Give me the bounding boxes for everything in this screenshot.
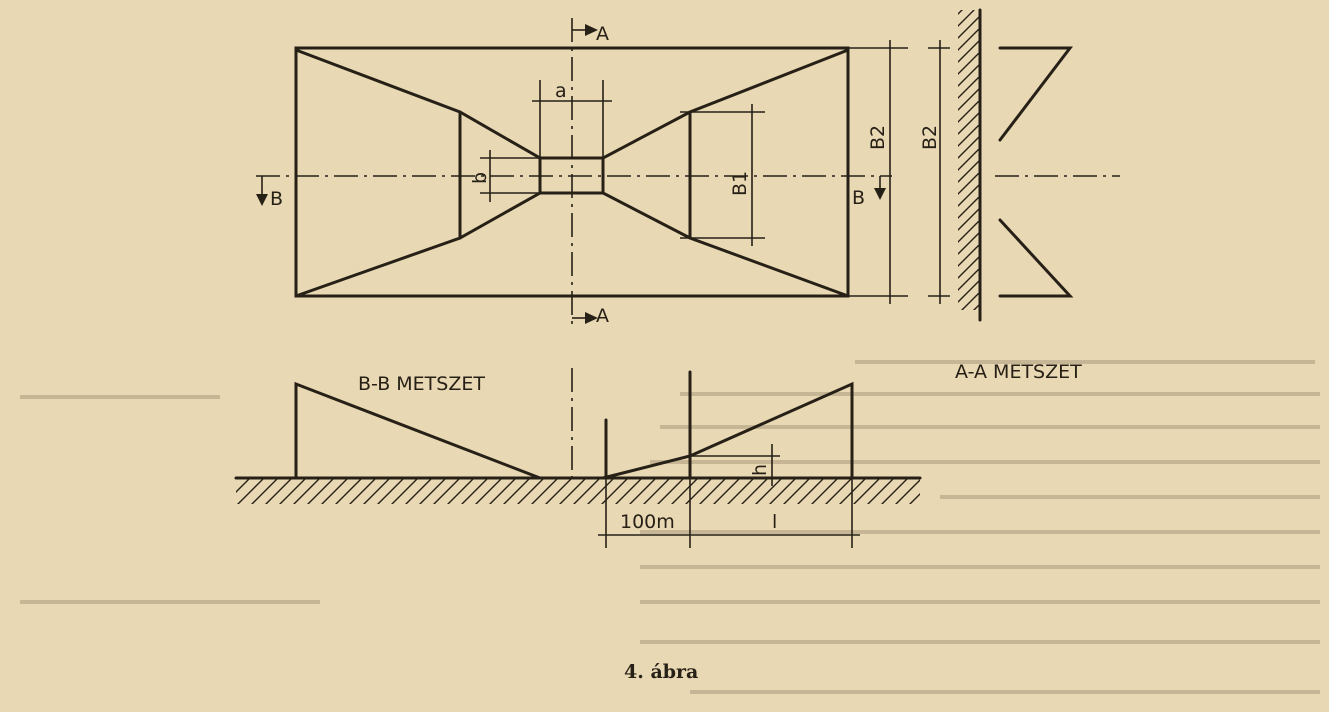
section-bb-title: B-B METSZET bbox=[358, 373, 485, 395]
figure-caption: 4. ábra bbox=[624, 661, 698, 683]
bb-left-slope bbox=[294, 381, 542, 480]
section-aa-title: A-A METSZET bbox=[955, 361, 1082, 383]
aa-upper-surface bbox=[998, 46, 1074, 142]
dim-b-label: b bbox=[469, 172, 491, 184]
plan-left-wedge bbox=[294, 48, 542, 298]
aa-ground-hatch bbox=[958, 10, 980, 310]
dim-b2-plan-label: B2 bbox=[867, 125, 889, 150]
plan-view: A A B B a b B1 B2 bbox=[256, 18, 908, 327]
aa-lower-surface bbox=[998, 218, 1074, 298]
bleed-through-texture bbox=[20, 360, 1320, 694]
dim-b2-section-label: B2 bbox=[919, 125, 941, 150]
dim-h-label: h bbox=[749, 464, 771, 476]
dim-b1-label: B1 bbox=[729, 171, 751, 196]
section-b-right-label: B bbox=[852, 187, 865, 209]
section-b-left-label: B bbox=[270, 188, 283, 210]
section-aa-view: B2 A-A METSZET bbox=[919, 8, 1120, 383]
bb-right-slope bbox=[601, 381, 854, 480]
bb-ground-hatch bbox=[236, 478, 920, 504]
section-a-bottom-label: A bbox=[596, 305, 609, 327]
plan-right-wedge bbox=[601, 48, 850, 298]
dim-l-label: l bbox=[772, 511, 777, 533]
section-a-top-label: A bbox=[596, 23, 609, 45]
dim-a-label: a bbox=[555, 80, 567, 102]
section-bb-view: B-B METSZET h 100m l bbox=[234, 368, 922, 548]
dim-100m-label: 100m bbox=[620, 511, 675, 533]
